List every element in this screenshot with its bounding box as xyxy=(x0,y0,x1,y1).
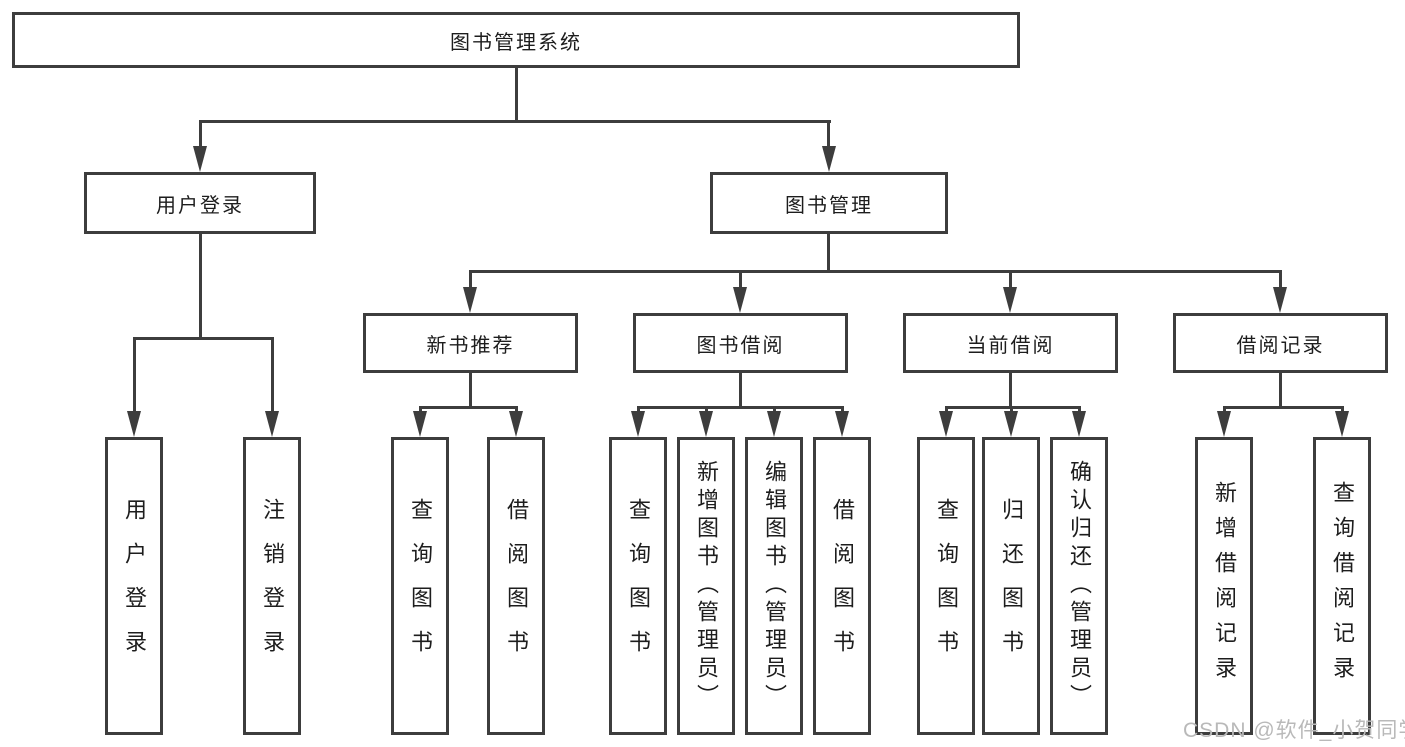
connector-drop-leaf xyxy=(1010,406,1013,414)
connector-drop-leaf xyxy=(1223,406,1226,414)
leaf-label: 查询图书 xyxy=(626,498,651,674)
node-book-management: 图书管理 xyxy=(710,172,948,234)
arrowhead-down-icon xyxy=(127,411,141,437)
arrowhead-down-icon xyxy=(509,411,523,437)
node-label: 图书管理系统 xyxy=(450,31,582,54)
leaf-user-login: 用户登录 xyxy=(105,437,163,735)
arrowhead-down-icon xyxy=(413,411,427,437)
connector-login-stem xyxy=(199,234,202,339)
node-book-borrow: 图书借阅 xyxy=(633,313,848,373)
leaf-current-query-books: 查询图书 xyxy=(917,437,975,735)
arrowhead-down-icon xyxy=(1004,411,1018,437)
arrowhead-down-icon xyxy=(1273,287,1287,313)
leaf-records-query-record: 查询借阅记录 xyxy=(1313,437,1371,735)
connector-borrow-stem xyxy=(739,373,742,408)
node-label: 新书推荐 xyxy=(426,334,515,357)
node-user-login: 用户登录 xyxy=(84,172,316,234)
leaf-label: 编辑图书（管理员） xyxy=(762,460,787,712)
connector-drop-leaf xyxy=(1341,406,1344,414)
connector-drop-leaf xyxy=(419,406,422,414)
connector-drop-user-login xyxy=(199,120,202,152)
leaf-records-add-record: 新增借阅记录 xyxy=(1195,437,1253,735)
connector-borrow-hline xyxy=(637,406,844,409)
leaf-current-confirm-return-admin: 确认归还（管理员） xyxy=(1050,437,1108,735)
arrowhead-down-icon xyxy=(193,146,207,172)
connector-recommend-stem xyxy=(469,373,472,408)
connector-bookmgmt-stem xyxy=(827,234,830,272)
connector-drop-borrow xyxy=(739,270,742,292)
arrowhead-down-icon xyxy=(1072,411,1086,437)
connector-drop-leaf xyxy=(945,406,948,414)
connector-root-stem xyxy=(515,68,518,120)
leaf-current-return-books: 归还图书 xyxy=(982,437,1040,735)
arrowhead-down-icon xyxy=(822,146,836,172)
arrowhead-down-icon xyxy=(631,411,645,437)
node-label: 图书管理 xyxy=(785,194,873,217)
connector-drop-leaf xyxy=(773,406,776,414)
leaf-label: 新增借阅记录 xyxy=(1212,481,1237,691)
connector-drop-recommend xyxy=(469,270,472,292)
leaf-label: 查询图书 xyxy=(408,498,433,674)
leaf-label: 借阅图书 xyxy=(504,498,529,674)
leaf-borrow-edit-books-admin: 编辑图书（管理员） xyxy=(745,437,803,735)
connector-drop-book-mgmt xyxy=(827,120,830,152)
connector-drop-leaf xyxy=(515,406,518,414)
connector-drop-current xyxy=(1009,270,1012,292)
leaf-label: 借阅图书 xyxy=(830,498,855,674)
connector-drop-leaf xyxy=(271,337,274,413)
arrowhead-down-icon xyxy=(463,287,477,313)
connector-root-hline xyxy=(199,120,831,123)
leaf-label: 查询借阅记录 xyxy=(1330,481,1355,691)
arrowhead-down-icon xyxy=(1335,411,1349,437)
leaf-label: 查询图书 xyxy=(934,498,959,674)
connector-drop-leaf xyxy=(1078,406,1081,414)
connector-records-hline xyxy=(1223,406,1344,409)
node-root-library-system: 图书管理系统 xyxy=(12,12,1020,68)
arrowhead-down-icon xyxy=(767,411,781,437)
leaf-recommend-query-books: 查询图书 xyxy=(391,437,449,735)
connector-current-stem xyxy=(1009,373,1012,408)
connector-drop-leaf xyxy=(705,406,708,414)
csdn-watermark: CSDN @软件_小贺同学 xyxy=(1183,719,1405,742)
arrowhead-down-icon xyxy=(835,411,849,437)
arrowhead-down-icon xyxy=(733,287,747,313)
leaf-logout: 注销登录 xyxy=(243,437,301,735)
connector-recommend-hline xyxy=(419,406,518,409)
leaf-label: 确认归还（管理员） xyxy=(1067,460,1092,712)
leaf-borrow-query-books: 查询图书 xyxy=(609,437,667,735)
connector-records-stem xyxy=(1279,373,1282,408)
connector-bookmgmt-hline xyxy=(469,270,1282,273)
leaf-borrow-add-books-admin: 新增图书（管理员） xyxy=(677,437,735,735)
arrowhead-down-icon xyxy=(1003,287,1017,313)
connector-drop-leaf xyxy=(637,406,640,414)
connector-login-hline xyxy=(133,337,273,340)
arrowhead-down-icon xyxy=(699,411,713,437)
node-current-borrow: 当前借阅 xyxy=(903,313,1118,373)
arrowhead-down-icon xyxy=(939,411,953,437)
node-label: 当前借阅 xyxy=(966,334,1055,357)
node-borrow-records: 借阅记录 xyxy=(1173,313,1388,373)
leaf-recommend-borrow-books: 借阅图书 xyxy=(487,437,545,735)
node-label: 借阅记录 xyxy=(1236,334,1325,357)
node-new-book-recommend: 新书推荐 xyxy=(363,313,578,373)
node-label: 用户登录 xyxy=(156,194,244,217)
arrowhead-down-icon xyxy=(1217,411,1231,437)
node-label: 图书借阅 xyxy=(696,334,785,357)
connector-drop-records xyxy=(1279,270,1282,292)
arrowhead-down-icon xyxy=(265,411,279,437)
leaf-label: 用户登录 xyxy=(122,498,147,674)
leaf-label: 归还图书 xyxy=(999,498,1024,674)
connector-drop-leaf xyxy=(133,337,136,413)
leaf-label: 注销登录 xyxy=(260,498,285,674)
connector-current-hline xyxy=(945,406,1081,409)
leaf-label: 新增图书（管理员） xyxy=(694,460,719,712)
connector-drop-leaf xyxy=(841,406,844,414)
leaf-borrow-borrow-books: 借阅图书 xyxy=(813,437,871,735)
